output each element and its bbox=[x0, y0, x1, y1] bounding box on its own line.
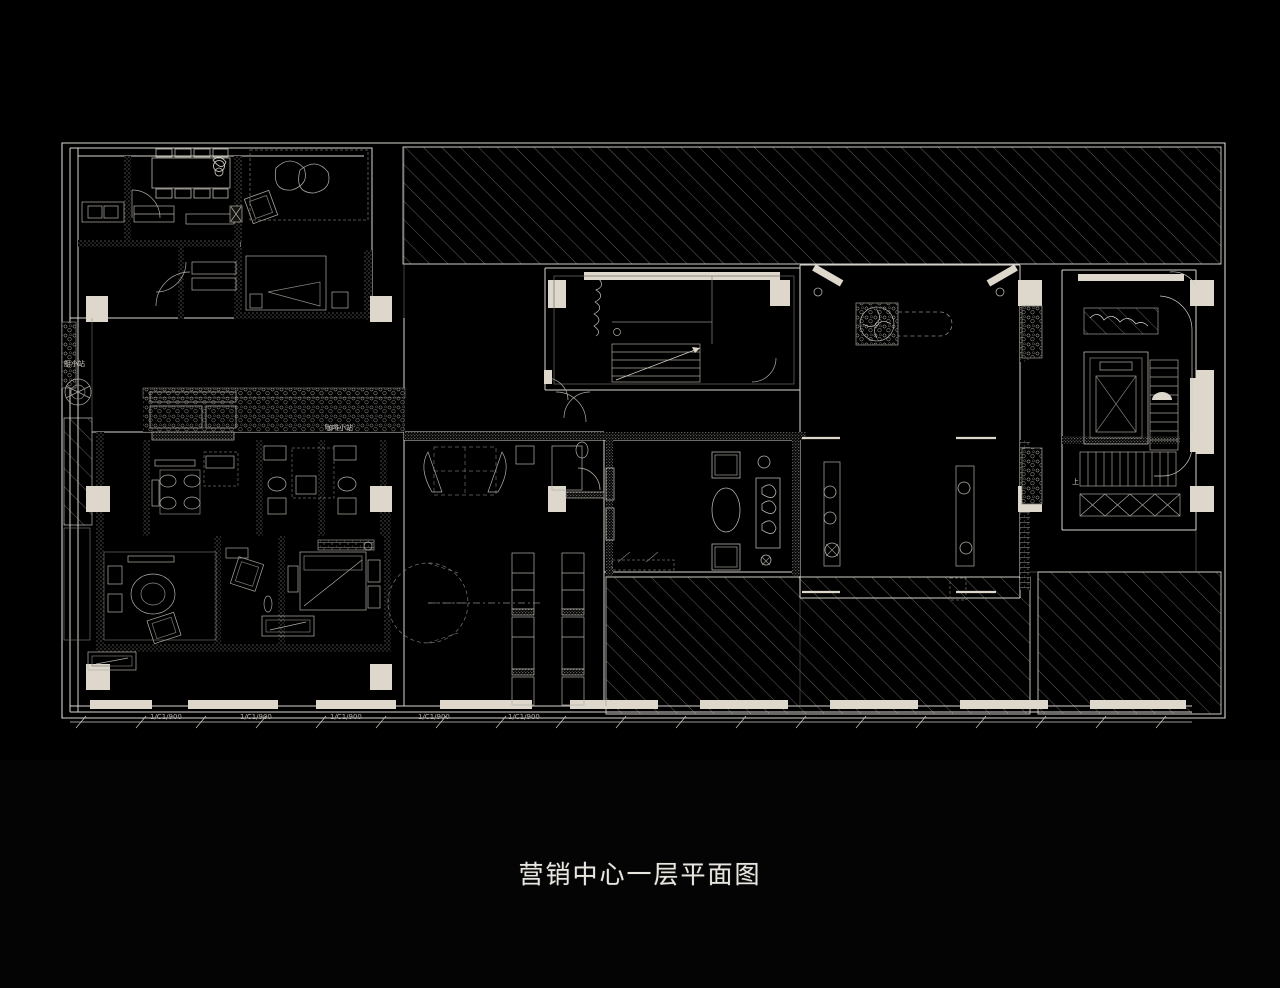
dimension-label: 1/C1/900 bbox=[508, 713, 540, 721]
column bbox=[1018, 280, 1042, 306]
column bbox=[370, 486, 392, 512]
armchair bbox=[711, 543, 741, 571]
dimension-label: 1/C1/900 bbox=[240, 713, 272, 721]
annotation-stair-up: 上 bbox=[1072, 477, 1079, 486]
bed bbox=[299, 551, 367, 611]
furniture-bedroom-right bbox=[287, 539, 381, 611]
title-block: 营销中心一层平面图 bbox=[0, 855, 1280, 891]
dimension-string-bottom: 1/C1/900 1/C1/900 1/C1/900 1/C1/900 1/C1… bbox=[70, 713, 1192, 729]
furniture-dining-upper bbox=[151, 148, 231, 199]
north-stair bbox=[544, 275, 795, 423]
reception-lounge-furniture bbox=[605, 451, 781, 571]
annotation-room-tag-left: 厨小站 bbox=[64, 359, 85, 368]
door-swing-upper-left bbox=[131, 189, 191, 307]
column bbox=[370, 664, 392, 690]
column bbox=[370, 296, 392, 322]
furniture-corridor bbox=[225, 547, 273, 613]
planter bbox=[855, 302, 899, 346]
furniture-dining-mid bbox=[151, 451, 239, 515]
sofa bbox=[755, 477, 781, 549]
column bbox=[770, 280, 790, 306]
furniture-office bbox=[191, 255, 349, 311]
exhibition-north-furniture bbox=[423, 441, 605, 499]
column bbox=[86, 486, 110, 512]
display-shelf bbox=[561, 552, 585, 706]
window bbox=[1078, 274, 1184, 281]
bathroom-fixtures bbox=[263, 445, 357, 515]
detail-linework bbox=[91, 148, 1197, 706]
furniture-lounge-upper bbox=[243, 149, 369, 225]
washbasin bbox=[337, 476, 357, 492]
furniture-kitchen-counter bbox=[81, 201, 243, 225]
furniture-bedroom-left bbox=[103, 551, 217, 645]
exhibition-room bbox=[387, 552, 585, 706]
dimension-label: 1/C1/900 bbox=[150, 713, 182, 721]
plan-outline bbox=[61, 142, 1226, 719]
column bbox=[86, 296, 108, 322]
south-facade-pilasters bbox=[90, 700, 1186, 709]
dining-table bbox=[151, 157, 231, 189]
display-shelf bbox=[511, 552, 535, 706]
annotation-cafe-tag: 咖啡小站 bbox=[325, 423, 353, 432]
masonry-walls bbox=[78, 156, 1180, 652]
coffee-table bbox=[711, 487, 741, 533]
dimension-label: 1/C1/900 bbox=[418, 713, 450, 721]
window bbox=[548, 280, 566, 308]
wc bbox=[267, 497, 287, 515]
armchair bbox=[711, 451, 741, 479]
dimension-label: 1/C1/900 bbox=[330, 713, 362, 721]
column bbox=[1190, 280, 1214, 306]
column bbox=[548, 486, 566, 512]
east-core bbox=[1079, 271, 1214, 517]
floor-plan-drawing: 厨小站 咖啡小站 bbox=[61, 142, 1226, 729]
west-elevation-detail bbox=[61, 321, 92, 641]
hatched-zone-north bbox=[402, 146, 1222, 265]
page-title: 营销中心一层平面图 bbox=[518, 860, 762, 889]
wall-plaques bbox=[87, 615, 315, 671]
column bbox=[1190, 486, 1214, 512]
column bbox=[86, 664, 110, 690]
hatched-zone-east bbox=[1037, 571, 1222, 715]
washbasin bbox=[267, 476, 287, 492]
cafe-counter bbox=[149, 391, 237, 441]
atrium-features bbox=[802, 264, 1043, 601]
wc bbox=[337, 497, 357, 515]
floor-plan-svg: 厨小站 咖啡小站 bbox=[61, 142, 1226, 729]
